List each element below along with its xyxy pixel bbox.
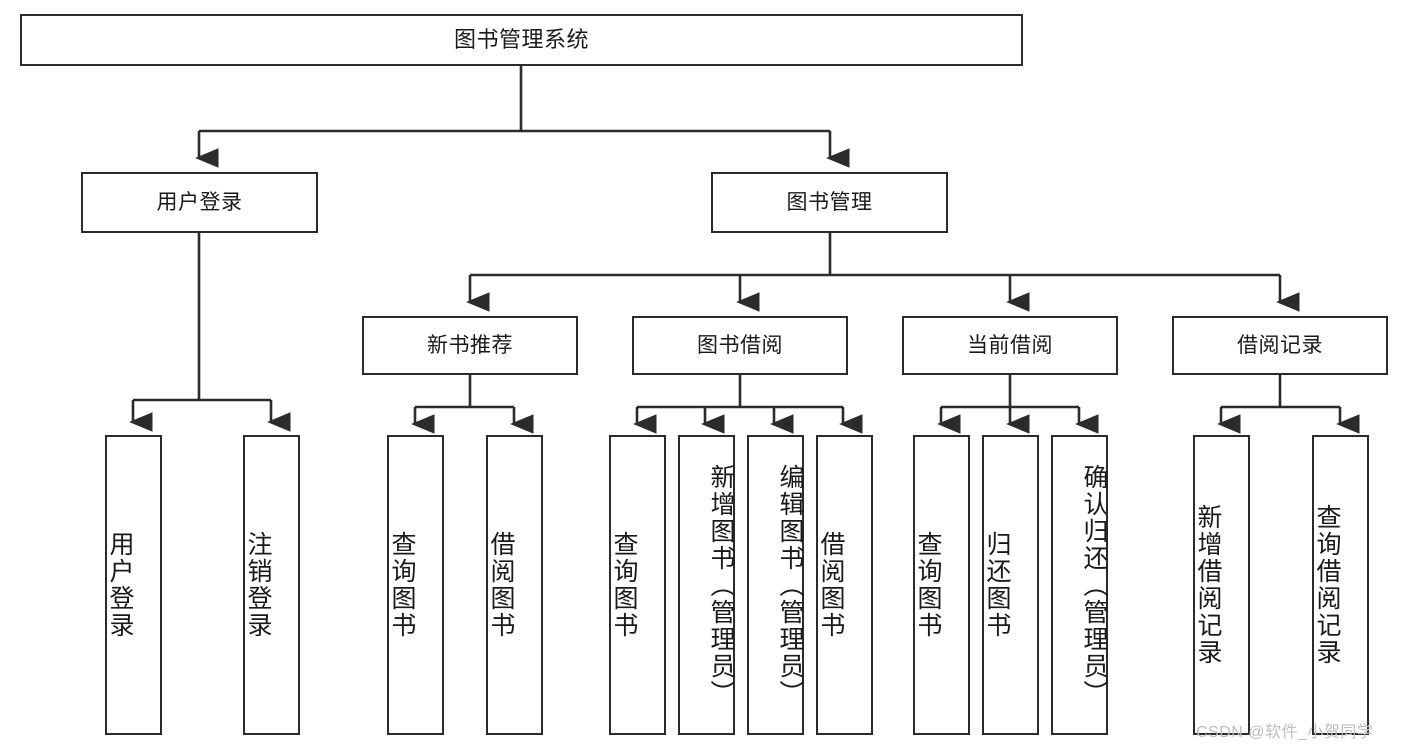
leaf-return-book[interactable]: 归还图书 [982,435,1039,735]
leaf-edit-book-admin[interactable]: 编辑图书（管理员） [747,435,804,735]
leaf-confirm-return-admin[interactable]: 确认归还（管理员） [1051,435,1108,735]
leaf-logout[interactable]: 注销登录 [243,435,300,735]
leaf-query-book-2[interactable]: 查询图书 [609,435,666,735]
watermark-credit: CSDN @软件_小贺同学 [1196,724,1374,741]
leaf-query-book-3[interactable]: 查询图书 [913,435,970,735]
node-book-management[interactable]: 图书管理 [711,172,948,233]
node-new-book-recommend[interactable]: 新书推荐 [362,316,578,375]
leaf-query-borrow-record[interactable]: 查询借阅记录 [1312,435,1369,735]
node-book-borrow[interactable]: 图书借阅 [632,316,848,375]
node-root[interactable]: 图书管理系统 [20,14,1023,66]
leaf-borrow-book-2[interactable]: 借阅图书 [816,435,873,735]
leaf-add-book-admin[interactable]: 新增图书（管理员） [678,435,735,735]
leaf-add-borrow-record[interactable]: 新增借阅记录 [1193,435,1250,735]
leaf-borrow-book-1[interactable]: 借阅图书 [486,435,543,735]
node-user-login[interactable]: 用户登录 [81,172,318,233]
leaf-user-login[interactable]: 用户登录 [105,435,162,735]
leaf-query-book-1[interactable]: 查询图书 [387,435,444,735]
node-borrow-record[interactable]: 借阅记录 [1172,316,1388,375]
node-current-borrow[interactable]: 当前借阅 [902,316,1118,375]
